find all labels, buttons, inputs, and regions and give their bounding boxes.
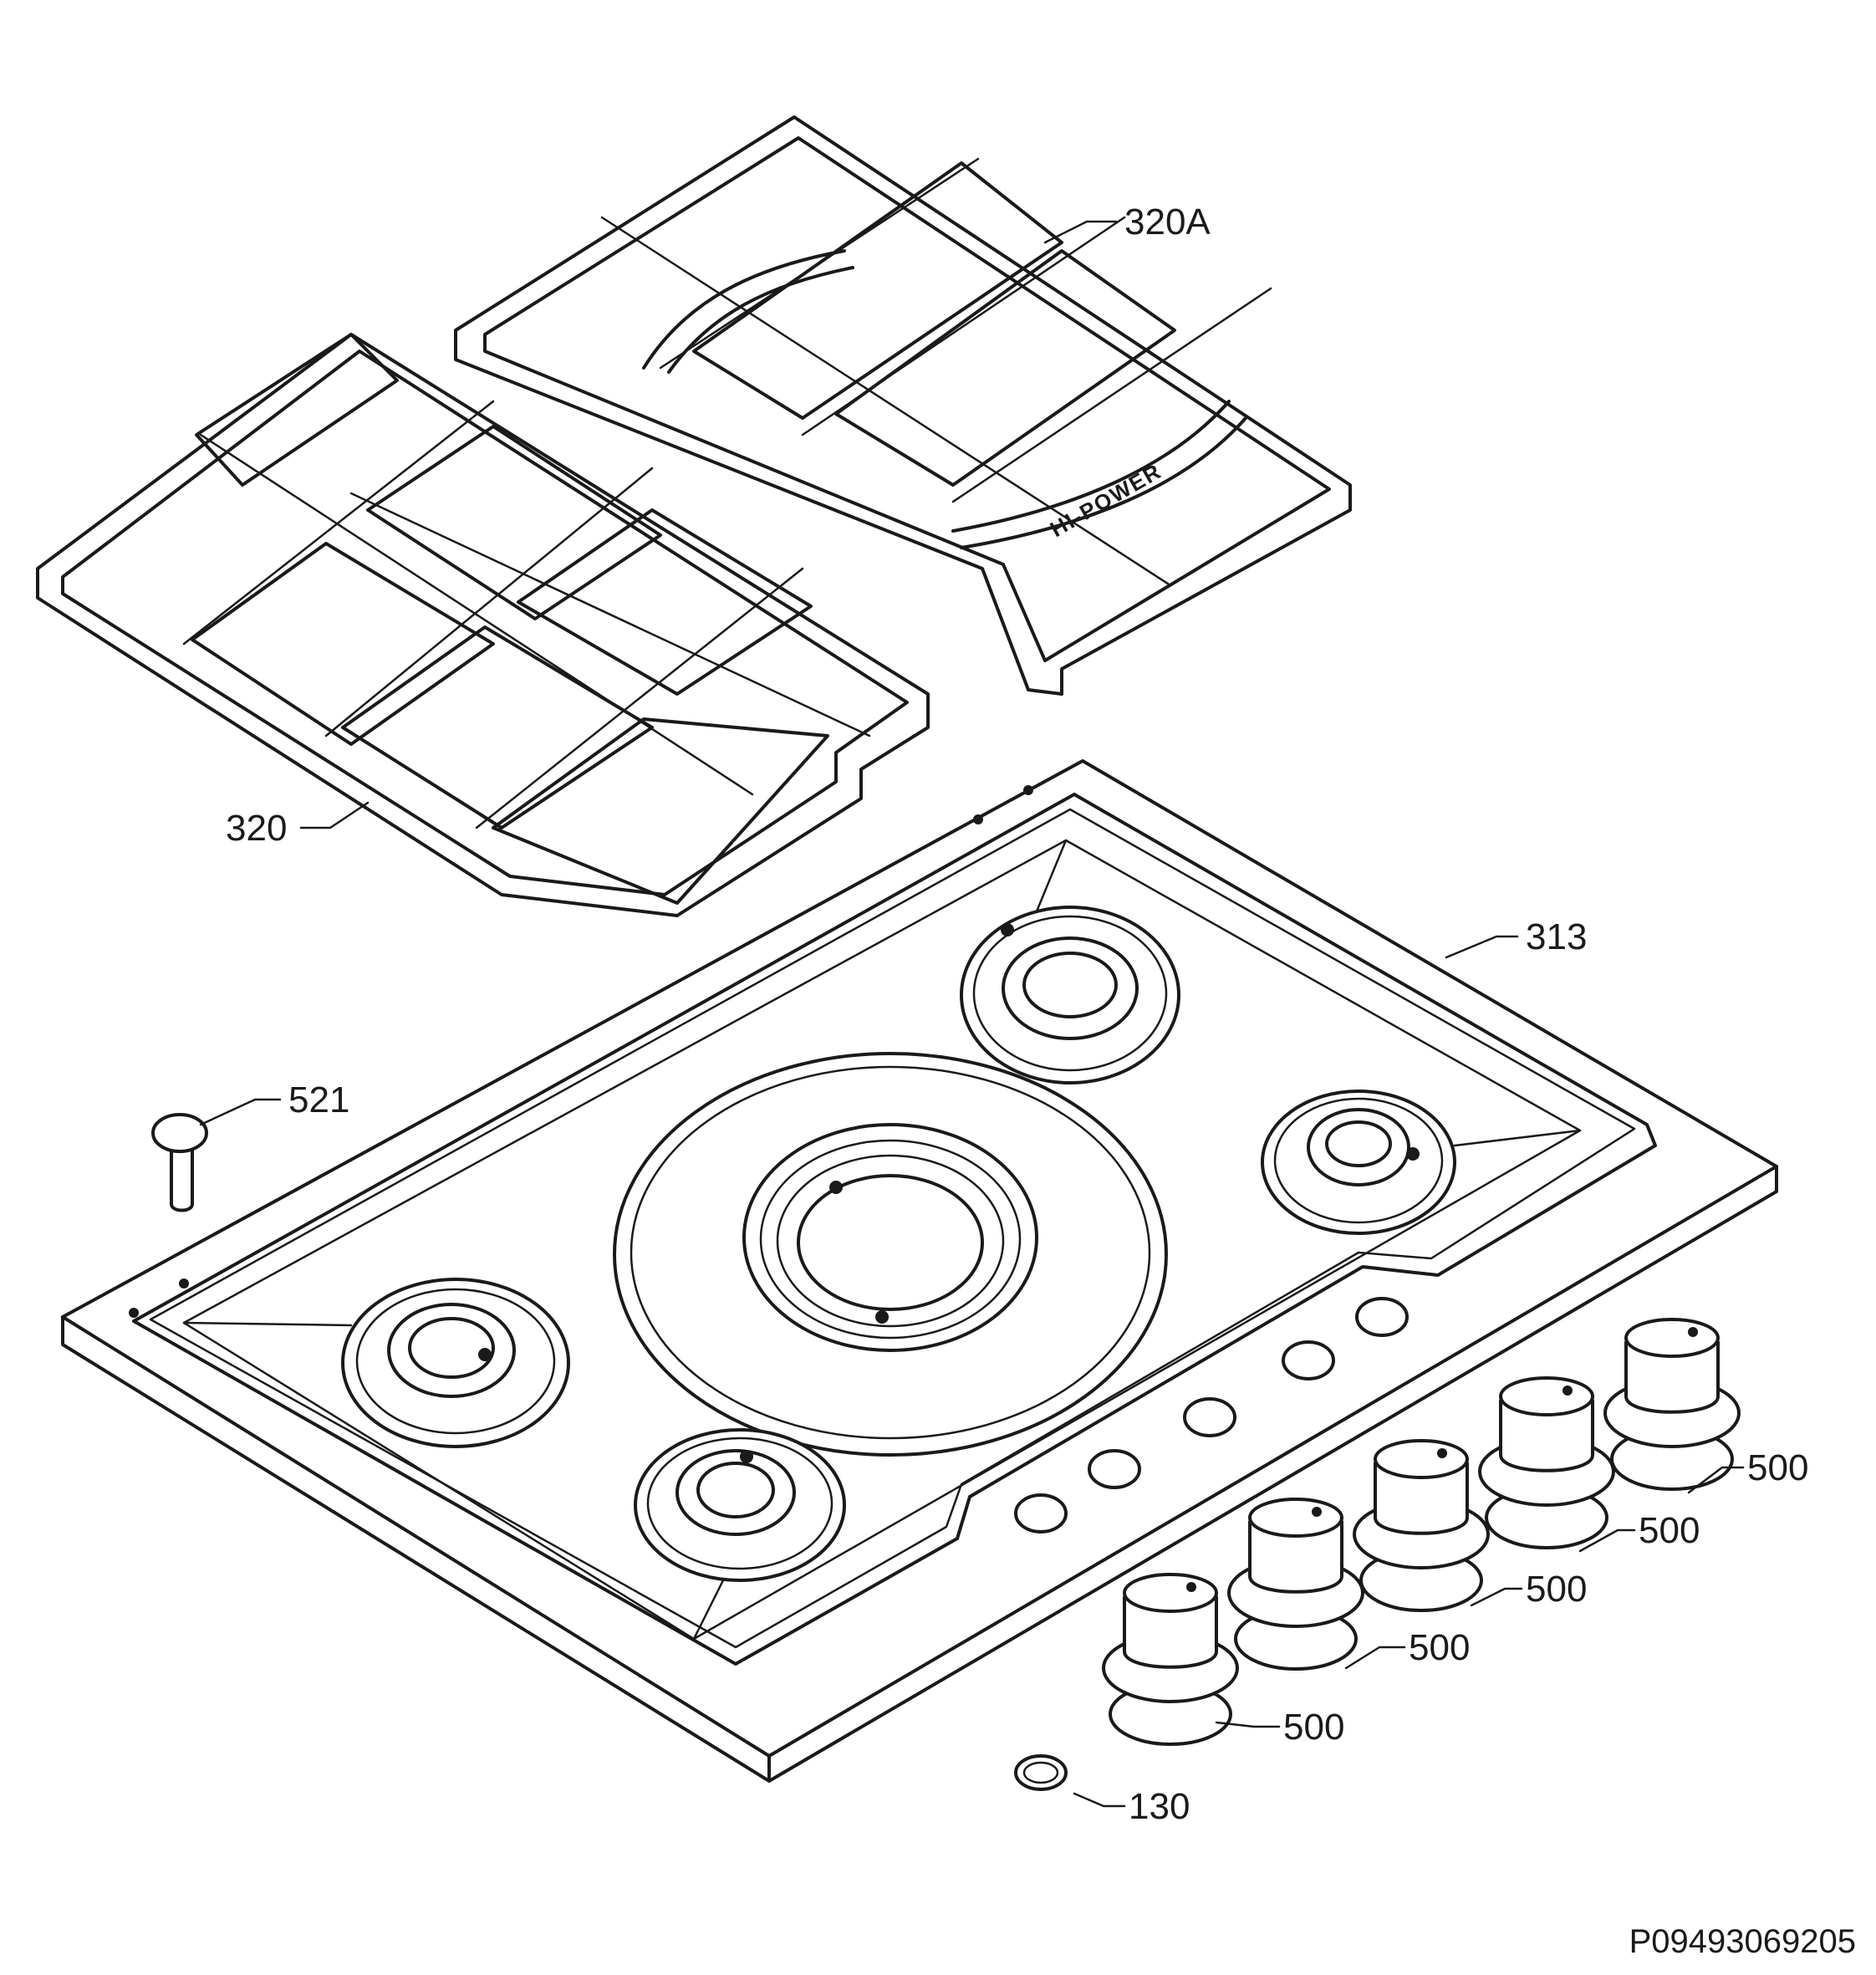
- label-320a: 320A: [1124, 202, 1211, 242]
- control-knob-1: [1102, 1573, 1239, 1746]
- pan-support-grate-left: [36, 333, 930, 917]
- label-313: 313: [1526, 916, 1587, 957]
- burner-left: [341, 1278, 570, 1448]
- burner-front: [634, 1428, 846, 1582]
- leader-lines: [199, 220, 1745, 1808]
- reference-code: P09493069205: [1629, 1923, 1856, 1960]
- label-knob-500-b: 500: [1639, 1510, 1700, 1551]
- screw-521: [151, 1113, 208, 1212]
- burner-rear: [960, 906, 1180, 1084]
- label-320: 320: [226, 808, 287, 849]
- control-knob-5: [1603, 1318, 1741, 1491]
- burner-center-wok: [613, 1052, 1168, 1457]
- knob-holes: [1014, 1297, 1409, 1534]
- control-knob-4: [1478, 1376, 1615, 1549]
- label-130: 130: [1129, 1786, 1190, 1827]
- control-knob-2: [1227, 1498, 1364, 1671]
- burner-right: [1261, 1090, 1456, 1235]
- hi-power-emboss: HI-POWER: [1046, 458, 1166, 542]
- control-knob-3: [1353, 1439, 1490, 1612]
- label-knob-500-e: 500: [1283, 1707, 1344, 1748]
- label-knob-500-c: 500: [1526, 1569, 1587, 1610]
- label-521: 521: [288, 1079, 349, 1120]
- part-labels: 320A 320 313 521 500 500 500 500 500 130: [226, 202, 1808, 1827]
- pan-support-grate-right: HI-POWER: [454, 115, 1352, 696]
- label-knob-500-a: 500: [1747, 1447, 1808, 1488]
- label-knob-500-d: 500: [1409, 1627, 1470, 1668]
- sealing-ring-130: [1014, 1754, 1068, 1791]
